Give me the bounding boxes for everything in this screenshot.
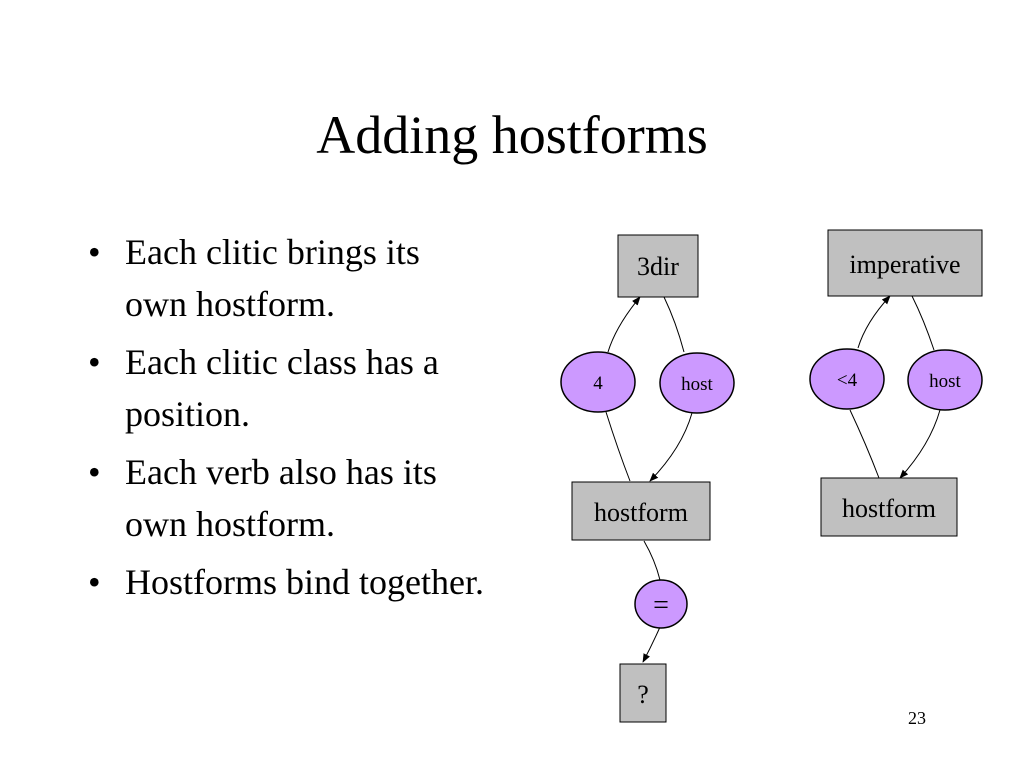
bullet-item: Each clitic class has a position. (88, 336, 488, 440)
node-host-right-label: host (929, 371, 961, 392)
node-3dir: 3dir (617, 234, 699, 298)
node-position-lt4-label: <4 (837, 370, 858, 391)
page-number: 23 (908, 708, 926, 728)
node-imperative-label: imperative (849, 250, 960, 279)
slide-title: Adding hostforms (316, 105, 708, 165)
node-3dir-label: 3dir (637, 252, 679, 281)
edge-hostform-to-4 (605, 411, 631, 482)
edge-4-to-3dir (607, 296, 641, 353)
edge-lt4-to-imperative (857, 295, 891, 349)
edge-hostform-to-equals (643, 540, 661, 581)
node-position-4: 4 (560, 351, 636, 413)
node-position-lt4: <4 (809, 348, 885, 410)
node-hostform-label: hostform (594, 498, 688, 527)
node-hostform: hostform (571, 481, 711, 541)
edge-3dir-to-host (663, 296, 685, 353)
node-position-4-label: 4 (593, 373, 603, 394)
node-hostform-right-label: hostform (842, 494, 936, 523)
node-host-right: host (907, 349, 983, 411)
node-bind-equals-label: = (653, 590, 669, 621)
node-host-label: host (681, 374, 713, 395)
edge-imperative-to-host (911, 295, 935, 351)
edge-hostform-to-lt4 (849, 409, 880, 479)
node-result-label: ? (637, 680, 649, 709)
node-result: ? (619, 663, 667, 723)
node-host: host (659, 352, 735, 414)
bullet-item: Each clitic brings its own hostform. (88, 226, 488, 330)
bullet-item: Hostforms bind together. (88, 556, 488, 608)
node-imperative: imperative (827, 229, 983, 297)
bullet-list: Each clitic brings its own hostform. Eac… (88, 226, 488, 614)
edge-host-to-hostform (649, 412, 693, 482)
node-bind-equals: = (634, 579, 688, 629)
bullet-item: Each verb also has its own hostform. (88, 446, 488, 550)
node-hostform-right: hostform (820, 477, 958, 537)
edge-host-to-hostform-right (899, 409, 941, 479)
edge-equals-to-result (642, 626, 661, 663)
